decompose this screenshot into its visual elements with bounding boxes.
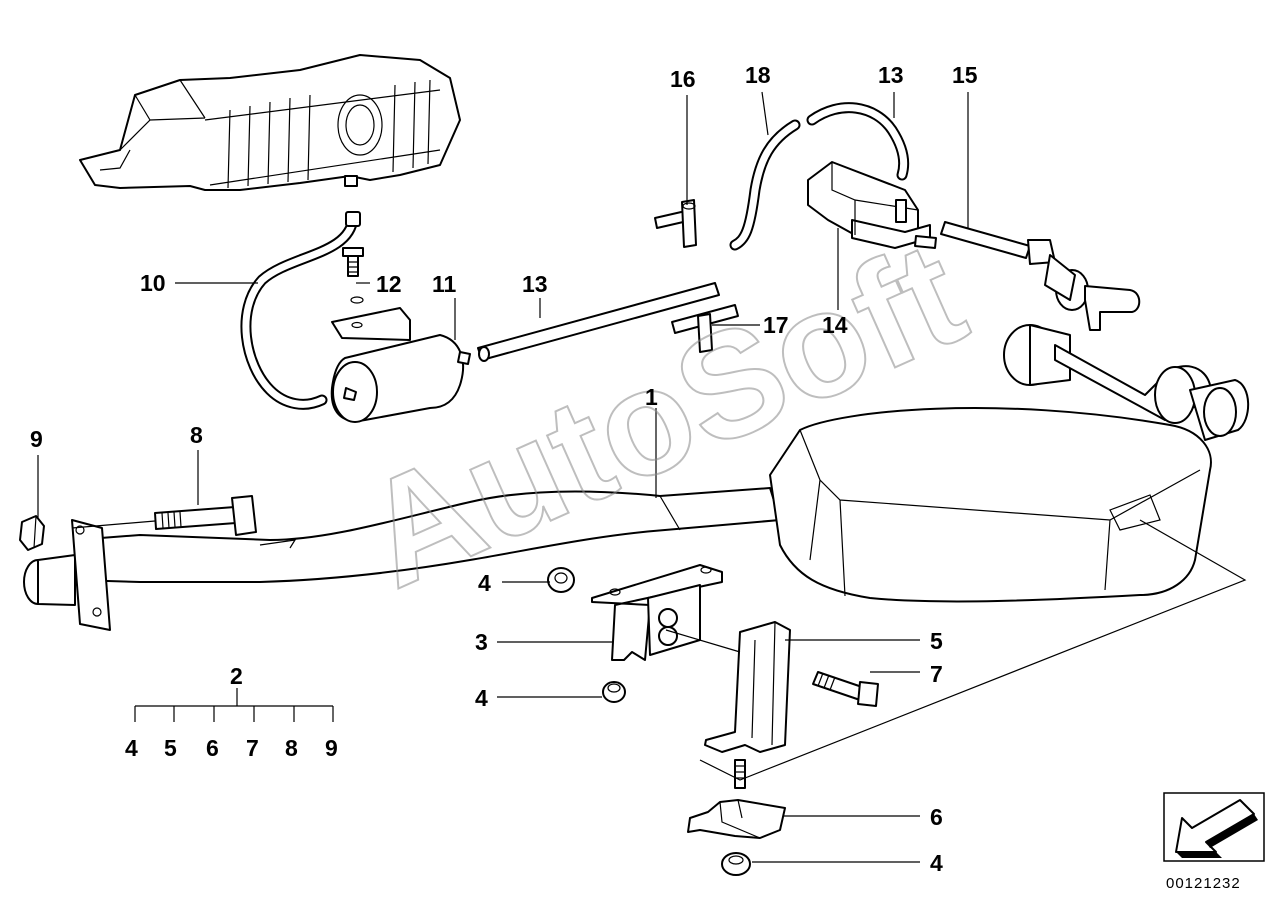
rear-muffler (769, 407, 1212, 603)
callout-2: 2 (230, 663, 243, 689)
callout-5: 5 (930, 628, 943, 654)
callout-4-bottom: 4 (930, 850, 943, 876)
screw-12 (342, 247, 364, 304)
assembly-line (665, 629, 741, 653)
callout-14: 14 (822, 312, 848, 338)
callout-8: 8 (190, 422, 203, 448)
callout-6: 6 (930, 804, 943, 830)
hose-13-straight (477, 282, 720, 362)
callout-1: 1 (645, 384, 658, 410)
callout-16: 16 (670, 66, 696, 92)
diagram-code: 00121232 (1166, 875, 1241, 892)
valve-14 (807, 161, 937, 249)
callout-18: 18 (745, 62, 771, 88)
kit-item: 5 (164, 735, 177, 761)
kit-contents: 4 5 6 7 8 9 (125, 735, 338, 761)
hose-10 (240, 211, 361, 410)
pipe-15 (940, 221, 1089, 311)
kit-item: 7 (246, 735, 259, 761)
nut-4-middle (602, 681, 626, 703)
clamp-6 (687, 799, 786, 839)
callout-13-upper: 13 (878, 62, 904, 88)
kit-item: 8 (285, 735, 298, 761)
nut-9 (19, 515, 45, 551)
callout-7: 7 (930, 661, 943, 687)
callout-15: 15 (952, 62, 978, 88)
filter-11 (330, 307, 471, 423)
hanger-3 (591, 564, 723, 661)
hose-13-curved (806, 102, 910, 181)
leader-lines (37, 91, 969, 863)
kit-item: 6 (206, 735, 219, 761)
callout-9: 9 (30, 426, 43, 452)
callout-4-middle: 4 (475, 685, 488, 711)
nut-4-upper (547, 567, 575, 593)
hose-18 (729, 119, 801, 251)
exhaust-pipe (23, 487, 781, 631)
kit-item: 4 (125, 735, 138, 761)
bracket-5 (704, 621, 791, 789)
callout-labels: 1 2 3 4 4 4 5 6 7 8 9 10 11 12 13 13 14 … (30, 62, 978, 876)
exhaust-flap-actuator (1003, 285, 1250, 441)
callout-13-lower: 13 (522, 271, 548, 297)
assembly-line (71, 520, 156, 529)
callout-11: 11 (432, 271, 457, 297)
nut-4-bottom (721, 852, 751, 876)
bolt-7 (812, 671, 879, 707)
assembly-line (699, 519, 1247, 781)
callout-12: 12 (376, 271, 402, 297)
fitting-16 (654, 199, 697, 248)
kit-item: 9 (325, 735, 338, 761)
arrow-down-left-icon[interactable] (1163, 792, 1265, 862)
bolt-8 (154, 495, 257, 536)
callout-4-upper: 4 (478, 570, 491, 596)
t-piece-17 (671, 304, 739, 353)
callout-10: 10 (140, 270, 166, 296)
intake-manifold (79, 54, 461, 191)
callout-3: 3 (475, 629, 488, 655)
callout-17: 17 (763, 312, 789, 338)
